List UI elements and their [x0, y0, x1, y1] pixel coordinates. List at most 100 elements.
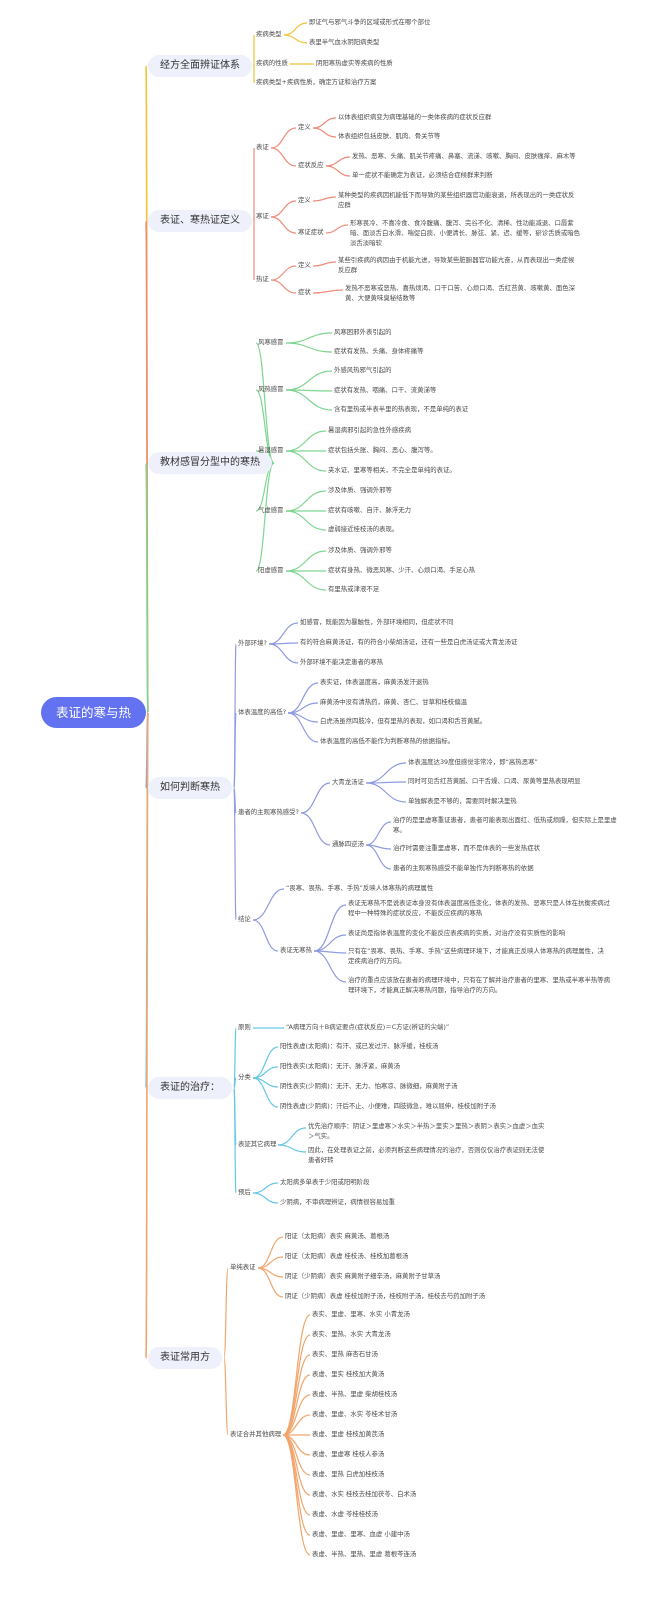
node-4-0[interactable]: 原则: [238, 1023, 251, 1031]
node-3-0[interactable]: 外部环境?: [238, 639, 267, 647]
node-2-1-0[interactable]: 外感风热邪气引起的: [334, 366, 392, 374]
node-5-1[interactable]: 表证合并其他病理: [230, 1430, 282, 1438]
node-3-3-1-0[interactable]: 表证无寒热不是说表证本身没有体表温度高低变化，体表的发热、恶寒只是人体在抗衡疾病…: [348, 899, 611, 917]
node-3-2-0[interactable]: 大青龙汤证: [332, 778, 364, 786]
node-5-0-1[interactable]: 阳证（太阳病）表虚 桂枝汤、桂枝加葛根汤: [285, 1252, 409, 1260]
node-3-1-0[interactable]: 表实证，体表温度高，麻黄汤发汗退热: [320, 678, 429, 686]
node-2-0[interactable]: 风寒感冒: [258, 338, 284, 346]
node-4-1[interactable]: 分类: [238, 1073, 251, 1081]
node-1-2-0[interactable]: 定义: [298, 261, 311, 269]
node-4-0-0[interactable]: “A病理方向＋B病证要点(症状反应)＝C方证(辨证的尖端)”: [286, 1023, 450, 1031]
node-1-2-0-0[interactable]: 某些引疾病的病因由于机能亢进，导致某些脏腑器官功能亢奋，从而表现出一类症候反应群: [338, 256, 575, 274]
node-1-2[interactable]: 热证: [256, 275, 269, 283]
node-2-2-2[interactable]: 夹水证、里寒等相关，不完全是单纯的表证。: [328, 466, 456, 474]
node-2-1-1[interactable]: 症状有发热、咽痛、口干、流黄涕等: [334, 386, 437, 394]
node-3-1[interactable]: 体表温度的高低?: [238, 708, 287, 716]
node-2-1[interactable]: 风热感冒: [258, 385, 284, 393]
node-4-2[interactable]: 表証其它病理: [238, 1140, 277, 1148]
node-5-1-3[interactable]: 表虚、里实 桂枝加大黄汤: [312, 1370, 385, 1378]
node-3-2-0-2[interactable]: 单独解表是不够的，需要同时解决里热: [408, 797, 517, 805]
node-0-1-0[interactable]: 阴阳寒热虚实等疾病的性质: [316, 59, 393, 67]
node-3-2-1-2[interactable]: 患者的主观寒热感受不能单独作为判断寒热的依据: [393, 864, 534, 872]
node-2-1-2[interactable]: 含有里热或半表半里的热表现，不是单纯的表证: [334, 405, 469, 413]
node-2-0-0[interactable]: 风寒困邪外表引起的: [334, 328, 392, 336]
node-5-1-8[interactable]: 表虚、里热 白虎加桂枝汤: [312, 1470, 385, 1478]
node-1-0-1-0[interactable]: 发热、恶寒、头痛、肌关节疼痛、鼻塞、流涕、咳嗽、胸闷、皮肤瘙痒、麻木等: [352, 152, 576, 160]
node-5-0-3[interactable]: 阴证（少阴病）表虚 桂枝加附子汤，桂枝附子汤，桂枝去芍药加附子汤: [285, 1292, 486, 1300]
node-5-0-2[interactable]: 阴证（少阴病）表实 麻黄附子细辛汤，麻黄附子甘草汤: [285, 1272, 441, 1280]
node-2-3-2[interactable]: 虚弱接近桂枝汤的表现。: [328, 525, 399, 533]
node-5-1-4[interactable]: 表虚、半热、里虚 柴胡桂枝汤: [312, 1390, 398, 1398]
node-3-0-2[interactable]: 外部环境不能决定患者的寒热: [300, 658, 384, 666]
node-2-4-0[interactable]: 涉及体质、强调外邪等: [328, 546, 392, 554]
node-5-1-6[interactable]: 表虚、里虚 桂枝加黄芪汤: [312, 1430, 385, 1438]
node-3-1-1[interactable]: 麻黄汤中没有清热药，麻黄、杏仁、甘草和桂枝偏温: [320, 698, 467, 706]
node-3-2[interactable]: 患者的主观寒热感受?: [238, 808, 299, 816]
node-1-1-1-0[interactable]: 形寒畏冷、不喜冷食、食冷腹痛、腹泻、完谷不化、清稀、性功能减退、口唇紫暗、面淡舌…: [350, 219, 581, 247]
node-3-0-0[interactable]: 如感冒，既能因为暴触性，外部环境相同，但症状不同: [300, 618, 454, 626]
node-3-3-1[interactable]: 表证无寒热: [280, 946, 312, 954]
node-2-4-2[interactable]: 有里热或津液不足: [328, 585, 380, 593]
node-2-0-1[interactable]: 症状有发热、头痛、身体疼痛等: [334, 347, 424, 355]
node-5-1-7[interactable]: 表虚、里虚寒 桂枝人参汤: [312, 1450, 385, 1458]
node-1-2-1-0[interactable]: 发热不恶寒或恶热、喜热烦渴、口干口苦、心烦口渴、舌红苔黄、咳嗽黄、面色深黄、大便…: [345, 284, 576, 302]
node-5-1-1[interactable]: 表实、里热、水实 大青龙汤: [312, 1330, 391, 1338]
node-5-0[interactable]: 单纯表证: [230, 1263, 256, 1271]
node-2-2-1[interactable]: 症状包括头胀、胸闷、恶心、腹泻等。: [328, 446, 437, 454]
node-5-1-10[interactable]: 表虚、水虚 苓桂桂枝汤: [312, 1510, 378, 1518]
node-1-1-0-0[interactable]: 某种类型的疾病因机能低下而导致的某些组织器官功能衰退，所表现出的一类症状反应群: [338, 191, 575, 209]
node-5-1-9[interactable]: 表虚、水实 桂枝去桂加茯苓、白术汤: [312, 1490, 417, 1498]
node-3-0-1[interactable]: 有的符合麻黄汤证，有的符合小柴胡汤证，还有一些是白虎汤证或大青龙汤证: [300, 638, 518, 646]
section-4[interactable]: 表证的治疗：: [148, 1077, 232, 1099]
node-3-2-1-1[interactable]: 治疗时需要注重里虚寒，而不是体表的一些发热症状: [393, 844, 540, 852]
node-4-2-0[interactable]: 优先治疗顺序：阴证＞里虚寒＞水实＞半热＞里实＞里热＞表阴＞表实＞血虚＞血实＞气实…: [308, 1122, 545, 1140]
node-1-1[interactable]: 寒证: [256, 212, 269, 220]
node-3-2-0-0[interactable]: 体表温度达39度但感觉非常冷，即“高热恶寒”: [408, 758, 538, 766]
node-3-2-1-0[interactable]: 治疗的是里虚寒重证患者，患者可能表现出面红、低热或烦躁，但实际上是里虚寒。: [393, 816, 617, 834]
section-2[interactable]: 教材感冒分型中的寒热: [148, 452, 272, 474]
section-0[interactable]: 经方全面辨证体系: [148, 55, 252, 77]
node-1-1-0[interactable]: 定义: [298, 196, 311, 204]
node-2-3[interactable]: 气虚感冒: [258, 506, 284, 514]
section-3[interactable]: 如何判断寒热: [148, 777, 232, 799]
node-1-0-0-1[interactable]: 体表组织包括皮肤、肌肉、骨关节等: [338, 132, 441, 140]
node-1-1-1[interactable]: 寒证症状: [298, 228, 324, 236]
node-2-4-1[interactable]: 症状有身热、微恶风寒、少汗、心烦口渴、手足心热: [328, 566, 475, 574]
node-0-0-1[interactable]: 表里半气血水阴阳病类型: [309, 38, 380, 46]
section-5[interactable]: 表证常用方: [148, 1347, 222, 1369]
node-2-3-1[interactable]: 症状有咳嗽、自汗、脉浮无力: [328, 506, 412, 514]
node-4-1-0[interactable]: 阳性表虚(太阳病)：有汗、或已发过汗、脉浮缓，桂枝汤: [280, 1042, 439, 1050]
node-2-4[interactable]: 阳虚感冒: [258, 566, 284, 574]
node-4-1-3[interactable]: 阴性表虚(少阴病)：汗后不止、小便难，四肢微急，难以屈伸，桂枝加附子汤: [280, 1102, 496, 1110]
node-0-1[interactable]: 疾病的性质: [256, 59, 288, 67]
node-5-1-2[interactable]: 表实、里热 麻杏石甘汤: [312, 1350, 378, 1358]
node-4-1-2[interactable]: 阴性表实(少阴病)：无汗、无力、怕寒凉、脉微细，麻黄附子汤: [280, 1082, 458, 1090]
node-3-3[interactable]: 结论: [238, 915, 251, 923]
node-4-2-1[interactable]: 因此，在处理表证之前，必须判断这些病理情况的治疗，否则仅仅治疗表证则无法使患者好…: [308, 1146, 545, 1164]
node-1-0-1-1[interactable]: 单一症状不能确定为表证，必须结合症候群来判断: [352, 171, 493, 179]
node-5-1-5[interactable]: 表虚、里虚、水实 苓桂术甘汤: [312, 1410, 398, 1418]
node-3-3-1-2[interactable]: 只有在“畏寒、畏热、手寒、手热”这些病理环境下，才能真正反映人体寒热的病理属性，…: [348, 947, 604, 965]
node-3-2-1[interactable]: 通脉四逆汤: [332, 840, 364, 848]
node-3-3-0[interactable]: “畏寒、畏热、手寒、手热”反映人体寒热的病理属性: [286, 884, 434, 892]
node-3-1-3[interactable]: 体表温度的高低不能作为判断寒热的依据指标。: [320, 737, 455, 745]
node-1-0[interactable]: 表证: [256, 143, 269, 151]
node-2-2[interactable]: 暑湿感冒: [258, 446, 284, 454]
root-topic[interactable]: 表证的寒与热: [41, 697, 147, 728]
node-0-0[interactable]: 疾病类型: [256, 30, 282, 38]
node-3-3-1-3[interactable]: 治疗的重点应该放在患者的病理环境中，只有在了解并治疗患者的里寒、里热或半寒半热等…: [348, 976, 611, 994]
node-1-0-1[interactable]: 症状反应: [298, 161, 324, 169]
node-1-0-0[interactable]: 定义: [298, 123, 311, 131]
node-4-3[interactable]: 预后: [238, 1188, 251, 1196]
node-0-2[interactable]: 疾病类型+疾病性质，确定方证和治疗方案: [256, 78, 377, 86]
node-4-3-1[interactable]: 少阴病，不审病理辨证，病情很容易加重: [280, 1198, 396, 1206]
node-2-3-0[interactable]: 涉及体质、强调外邪等: [328, 486, 392, 494]
node-5-1-0[interactable]: 表实、里虚、里寒、水实 小青龙汤: [312, 1310, 410, 1318]
node-0-0-0[interactable]: 即证气与邪气斗争的区域或形式在哪个部位: [309, 18, 431, 26]
node-4-1-1[interactable]: 阳性表实(太阳病)：无汗、脉浮紧，麻黄汤: [280, 1062, 401, 1070]
node-2-2-0[interactable]: 暑湿病邪引起的急性外感疾病: [328, 426, 412, 434]
node-3-2-0-1[interactable]: 同时可见舌红苔黄腻、口干舌燥、口渴、尿黄等里热表现明显: [408, 777, 581, 785]
node-5-1-11[interactable]: 表虚、里虚、里寒、血虚 小建中汤: [312, 1530, 410, 1538]
node-1-2-1[interactable]: 症状: [298, 288, 311, 296]
node-1-0-0-0[interactable]: 以体表组织病变为病理基础的一类体疾病的症状反应群: [338, 113, 492, 121]
